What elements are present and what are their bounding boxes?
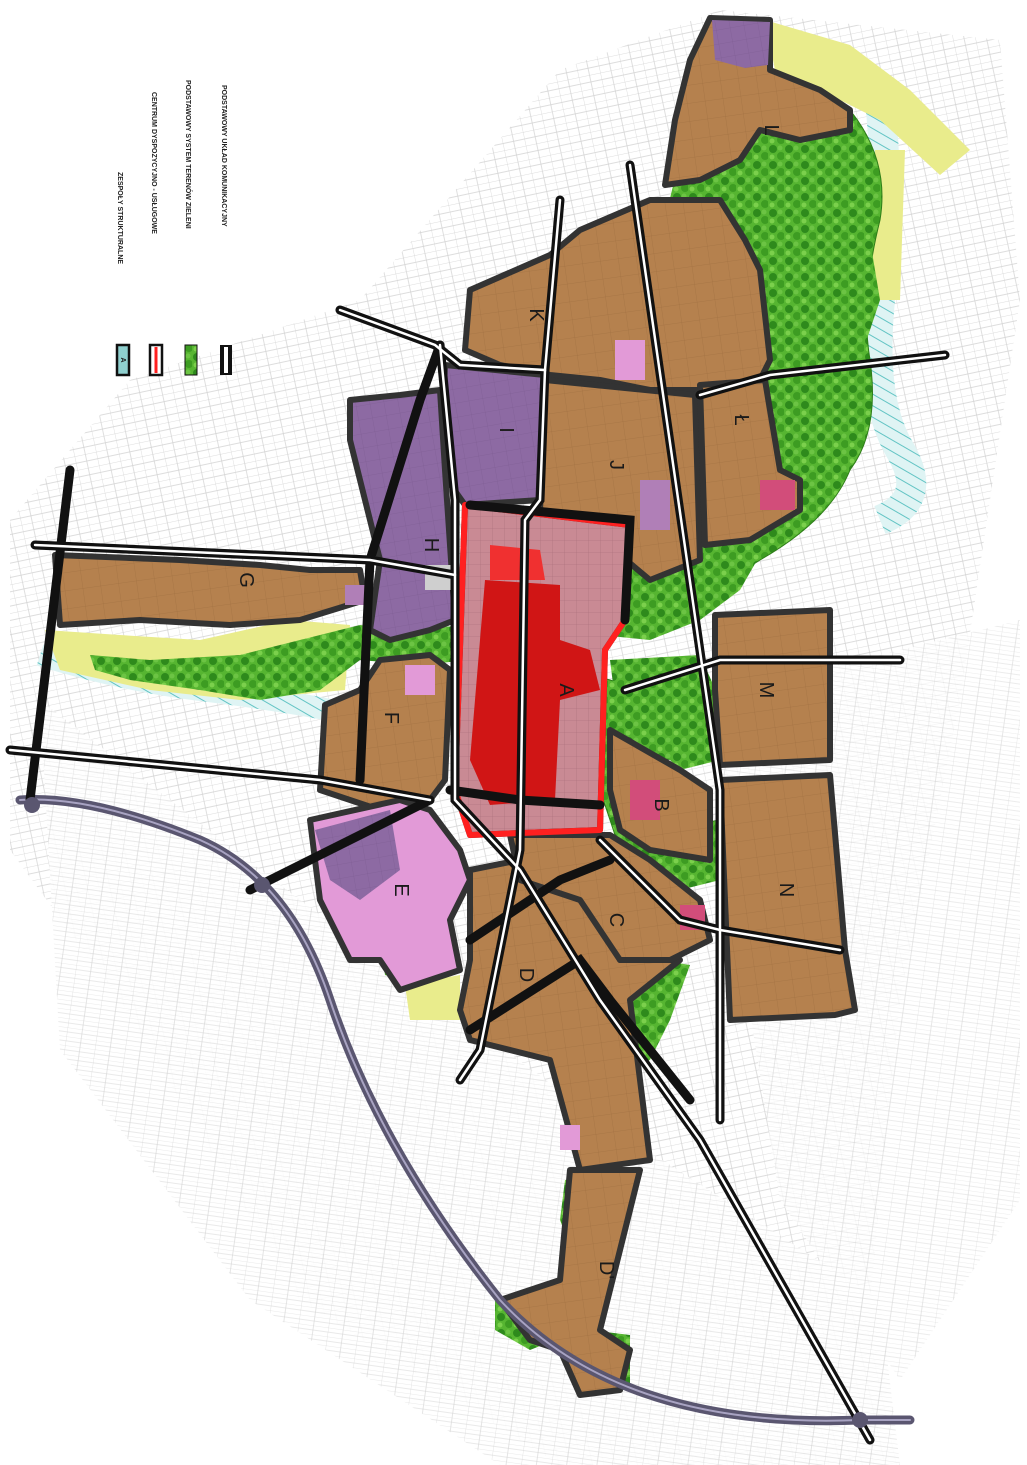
zone-label-D2: D' — [595, 1261, 617, 1279]
zone-label-L2: Ł — [730, 414, 752, 425]
zone-label-E: E — [390, 883, 412, 896]
legend-swatch-zone — [115, 343, 131, 377]
map-legend: A ZESPOŁY STRUKTURALNE CENTRUM DYSPOZYCY… — [115, 80, 232, 377]
zone-L-area — [662, 15, 853, 188]
legend-sample-zone-text: A — [119, 357, 126, 362]
legend-swatch-green — [184, 344, 198, 376]
zone-label-M: M — [755, 682, 777, 699]
zone-E-purple — [315, 810, 400, 900]
legend-item-center: CENTRUM DYSPOZYCYJNO - USŁUGOWE — [148, 92, 164, 377]
zone-label-N: N — [775, 883, 797, 897]
zone-M-area — [712, 607, 833, 768]
legend-label-green: PODSTAWOWY SYSTEM TERENÓW ZIELENI — [184, 80, 193, 229]
zone-label-C: C — [605, 913, 627, 927]
legend-item-road: PODSTAWOWY UKŁAD KOMUNIKACYJNY — [220, 85, 232, 375]
zone-L-purple — [712, 20, 770, 68]
zone-N-area — [717, 772, 858, 1023]
zone-label-J: J — [605, 460, 627, 470]
zone-D2-area — [497, 1167, 643, 1398]
zone-label-F: F — [380, 712, 402, 724]
structural-zones — [52, 15, 858, 1398]
zone-label-H: H — [420, 538, 442, 552]
zone-label-D: D — [515, 968, 537, 982]
zone-label-B: B — [650, 798, 672, 811]
zone-label-K: K — [525, 308, 547, 322]
zone-label-I: I — [495, 427, 517, 433]
legend-item-zones: A ZESPOŁY STRUKTURALNE — [115, 172, 131, 377]
legend-label-zones: ZESPOŁY STRUKTURALNE — [116, 172, 123, 264]
legend-item-green: PODSTAWOWY SYSTEM TERENÓW ZIELENI — [184, 80, 198, 376]
legend-label-center: CENTRUM DYSPOZYCYJNO - USŁUGOWE — [150, 92, 157, 234]
zone-labels: A B C D D' E F G H I J K L Ł M N — [235, 124, 797, 1279]
legend-label-road: PODSTAWOWY UKŁAD KOMUNIKACYJNY — [220, 85, 227, 227]
land-use-highlights — [345, 340, 795, 1150]
road-network — [5, 160, 950, 1445]
zone-label-A: A — [555, 683, 577, 697]
zone-label-G: G — [235, 572, 257, 588]
zone-label-L: L — [760, 124, 782, 135]
